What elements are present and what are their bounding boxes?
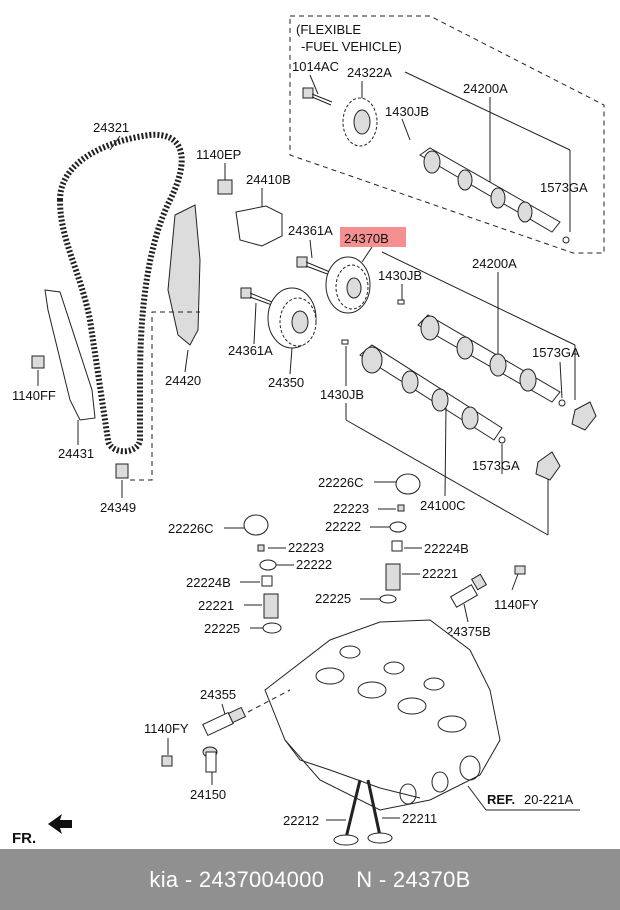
valve-22211-icon bbox=[366, 779, 393, 844]
tensioner-24410B-icon bbox=[235, 205, 283, 247]
target-wheel-lower-icon bbox=[535, 451, 561, 481]
ocv-24375B-icon bbox=[449, 573, 488, 608]
label-24370B[interactable]: 24370B bbox=[344, 231, 389, 246]
label-1140FY-right: 1140FY bbox=[494, 597, 539, 612]
label-22223-left: 22223 bbox=[288, 540, 324, 555]
label-22222-left: 22222 bbox=[296, 557, 332, 572]
camshaft-24200A-icon bbox=[417, 314, 561, 403]
label-22221-right: 22221 bbox=[422, 566, 458, 581]
spring-retainer-right-icon bbox=[389, 521, 407, 533]
label-1014AC: 1014AC bbox=[292, 59, 339, 74]
flexible-fuel-box bbox=[289, 15, 605, 254]
sensor-24150-icon bbox=[202, 746, 218, 773]
valve-seal-left-icon bbox=[261, 575, 273, 587]
label-1573GA-low: 1573GA bbox=[472, 458, 520, 473]
camshaft-24100C-icon bbox=[359, 344, 503, 441]
label-24375B: 24375B bbox=[446, 624, 491, 639]
cylinder-head-icon bbox=[264, 619, 501, 811]
label-22226C-right: 22226C bbox=[318, 475, 364, 490]
label-24321: 24321 bbox=[93, 120, 129, 135]
ref-value: 20-221A bbox=[524, 792, 573, 807]
label-22222-right: 22222 bbox=[325, 519, 361, 534]
chain-guide-24431-icon bbox=[44, 289, 96, 421]
valve-22212-icon bbox=[333, 779, 362, 846]
label-24431: 24431 bbox=[58, 446, 94, 461]
label-24349: 24349 bbox=[100, 500, 136, 515]
label-1430JB-low: 1430JB bbox=[320, 387, 364, 402]
bolt-1140FY-left-icon bbox=[161, 755, 173, 767]
label-22225-left: 22225 bbox=[204, 621, 240, 636]
label-24355: 24355 bbox=[200, 687, 236, 702]
label-24410B: 24410B bbox=[246, 172, 291, 187]
label-22226C-left: 22226C bbox=[168, 521, 214, 536]
ref-prefix: REF. bbox=[487, 792, 515, 807]
sprocket-24370B-icon[interactable] bbox=[325, 256, 371, 314]
label-22224B-left: 22224B bbox=[186, 575, 231, 590]
label-24322A: 24322A bbox=[347, 65, 392, 80]
valve-spring-right-icon bbox=[385, 563, 401, 591]
label-1430JB-flex: 1430JB bbox=[385, 104, 429, 119]
label-1573GA-flex: 1573GA bbox=[540, 180, 588, 195]
bolt-24361A-top-icon bbox=[296, 256, 331, 276]
label-22221-left: 22221 bbox=[198, 598, 234, 613]
spring-retainer-left-icon bbox=[259, 559, 277, 571]
label-24100C: 24100C bbox=[420, 498, 466, 513]
sprocket-24322A-icon bbox=[342, 97, 378, 147]
label-24150: 24150 bbox=[190, 787, 226, 802]
front-label: FR. bbox=[12, 830, 36, 847]
label-24200A-mid: 24200A bbox=[472, 256, 517, 271]
bolt-1140EP-icon bbox=[217, 179, 233, 195]
valve-seal-right-icon bbox=[391, 540, 403, 552]
label-22224B-right: 22224B bbox=[424, 541, 469, 556]
label-24361A-left: 24361A bbox=[228, 343, 273, 358]
spring-seat-left-icon bbox=[262, 622, 282, 634]
retainer-key-right-icon bbox=[397, 504, 405, 512]
part-number-text: kia - 2437004000 N - 24370B bbox=[149, 866, 471, 892]
bolt-24349-icon bbox=[115, 463, 129, 479]
label-1573GA-mid: 1573GA bbox=[532, 345, 580, 360]
tappet-left-icon bbox=[243, 514, 269, 536]
camshaft-flex-icon bbox=[419, 147, 561, 233]
label-22225-right: 22225 bbox=[315, 591, 351, 606]
bolt-1140FF-icon bbox=[31, 355, 45, 369]
flex-box-title-line1: (FLEXIBLE bbox=[296, 22, 361, 37]
label-1430JB-mid: 1430JB bbox=[378, 268, 422, 283]
sensor-24355-icon bbox=[202, 706, 247, 737]
tappet-right-icon bbox=[395, 473, 421, 495]
bolt-1140FY-right-icon bbox=[511, 565, 526, 591]
bolt-24361A-left-icon bbox=[240, 287, 273, 306]
label-24200A-flex: 24200A bbox=[463, 81, 508, 96]
target-wheel-upper-icon bbox=[571, 401, 597, 431]
flex-box-title-line2: -FUEL VEHICLE) bbox=[301, 39, 402, 54]
tensioner-arm-24420-icon bbox=[167, 204, 201, 346]
label-22211: 22211 bbox=[402, 811, 437, 826]
label-24420: 24420 bbox=[165, 373, 201, 388]
label-1140FY-left: 1140FY bbox=[144, 721, 189, 736]
retainer-key-left-icon bbox=[257, 544, 265, 552]
label-1140FF: 1140FF bbox=[12, 388, 56, 403]
spring-seat-right-icon bbox=[379, 594, 397, 604]
label-24361A-top: 24361A bbox=[288, 223, 333, 238]
timing-chain-icon bbox=[56, 131, 185, 455]
bolt-1014AC-icon bbox=[302, 87, 333, 106]
label-24350: 24350 bbox=[268, 375, 304, 390]
part-number-banner: kia - 2437004000 N - 24370B bbox=[0, 849, 620, 910]
diagram-canvas: (FLEXIBLE -FUEL VEHICLE) 1014AC 24322A 1… bbox=[12, 15, 605, 847]
label-1140EP: 1140EP bbox=[196, 147, 241, 162]
sprocket-24350-icon bbox=[267, 287, 317, 349]
valve-spring-left-icon bbox=[263, 593, 279, 619]
highlight-24370B[interactable] bbox=[340, 227, 406, 247]
front-arrow-icon bbox=[48, 814, 72, 834]
label-22223-right: 22223 bbox=[333, 501, 369, 516]
label-22212: 22212 bbox=[283, 813, 319, 828]
